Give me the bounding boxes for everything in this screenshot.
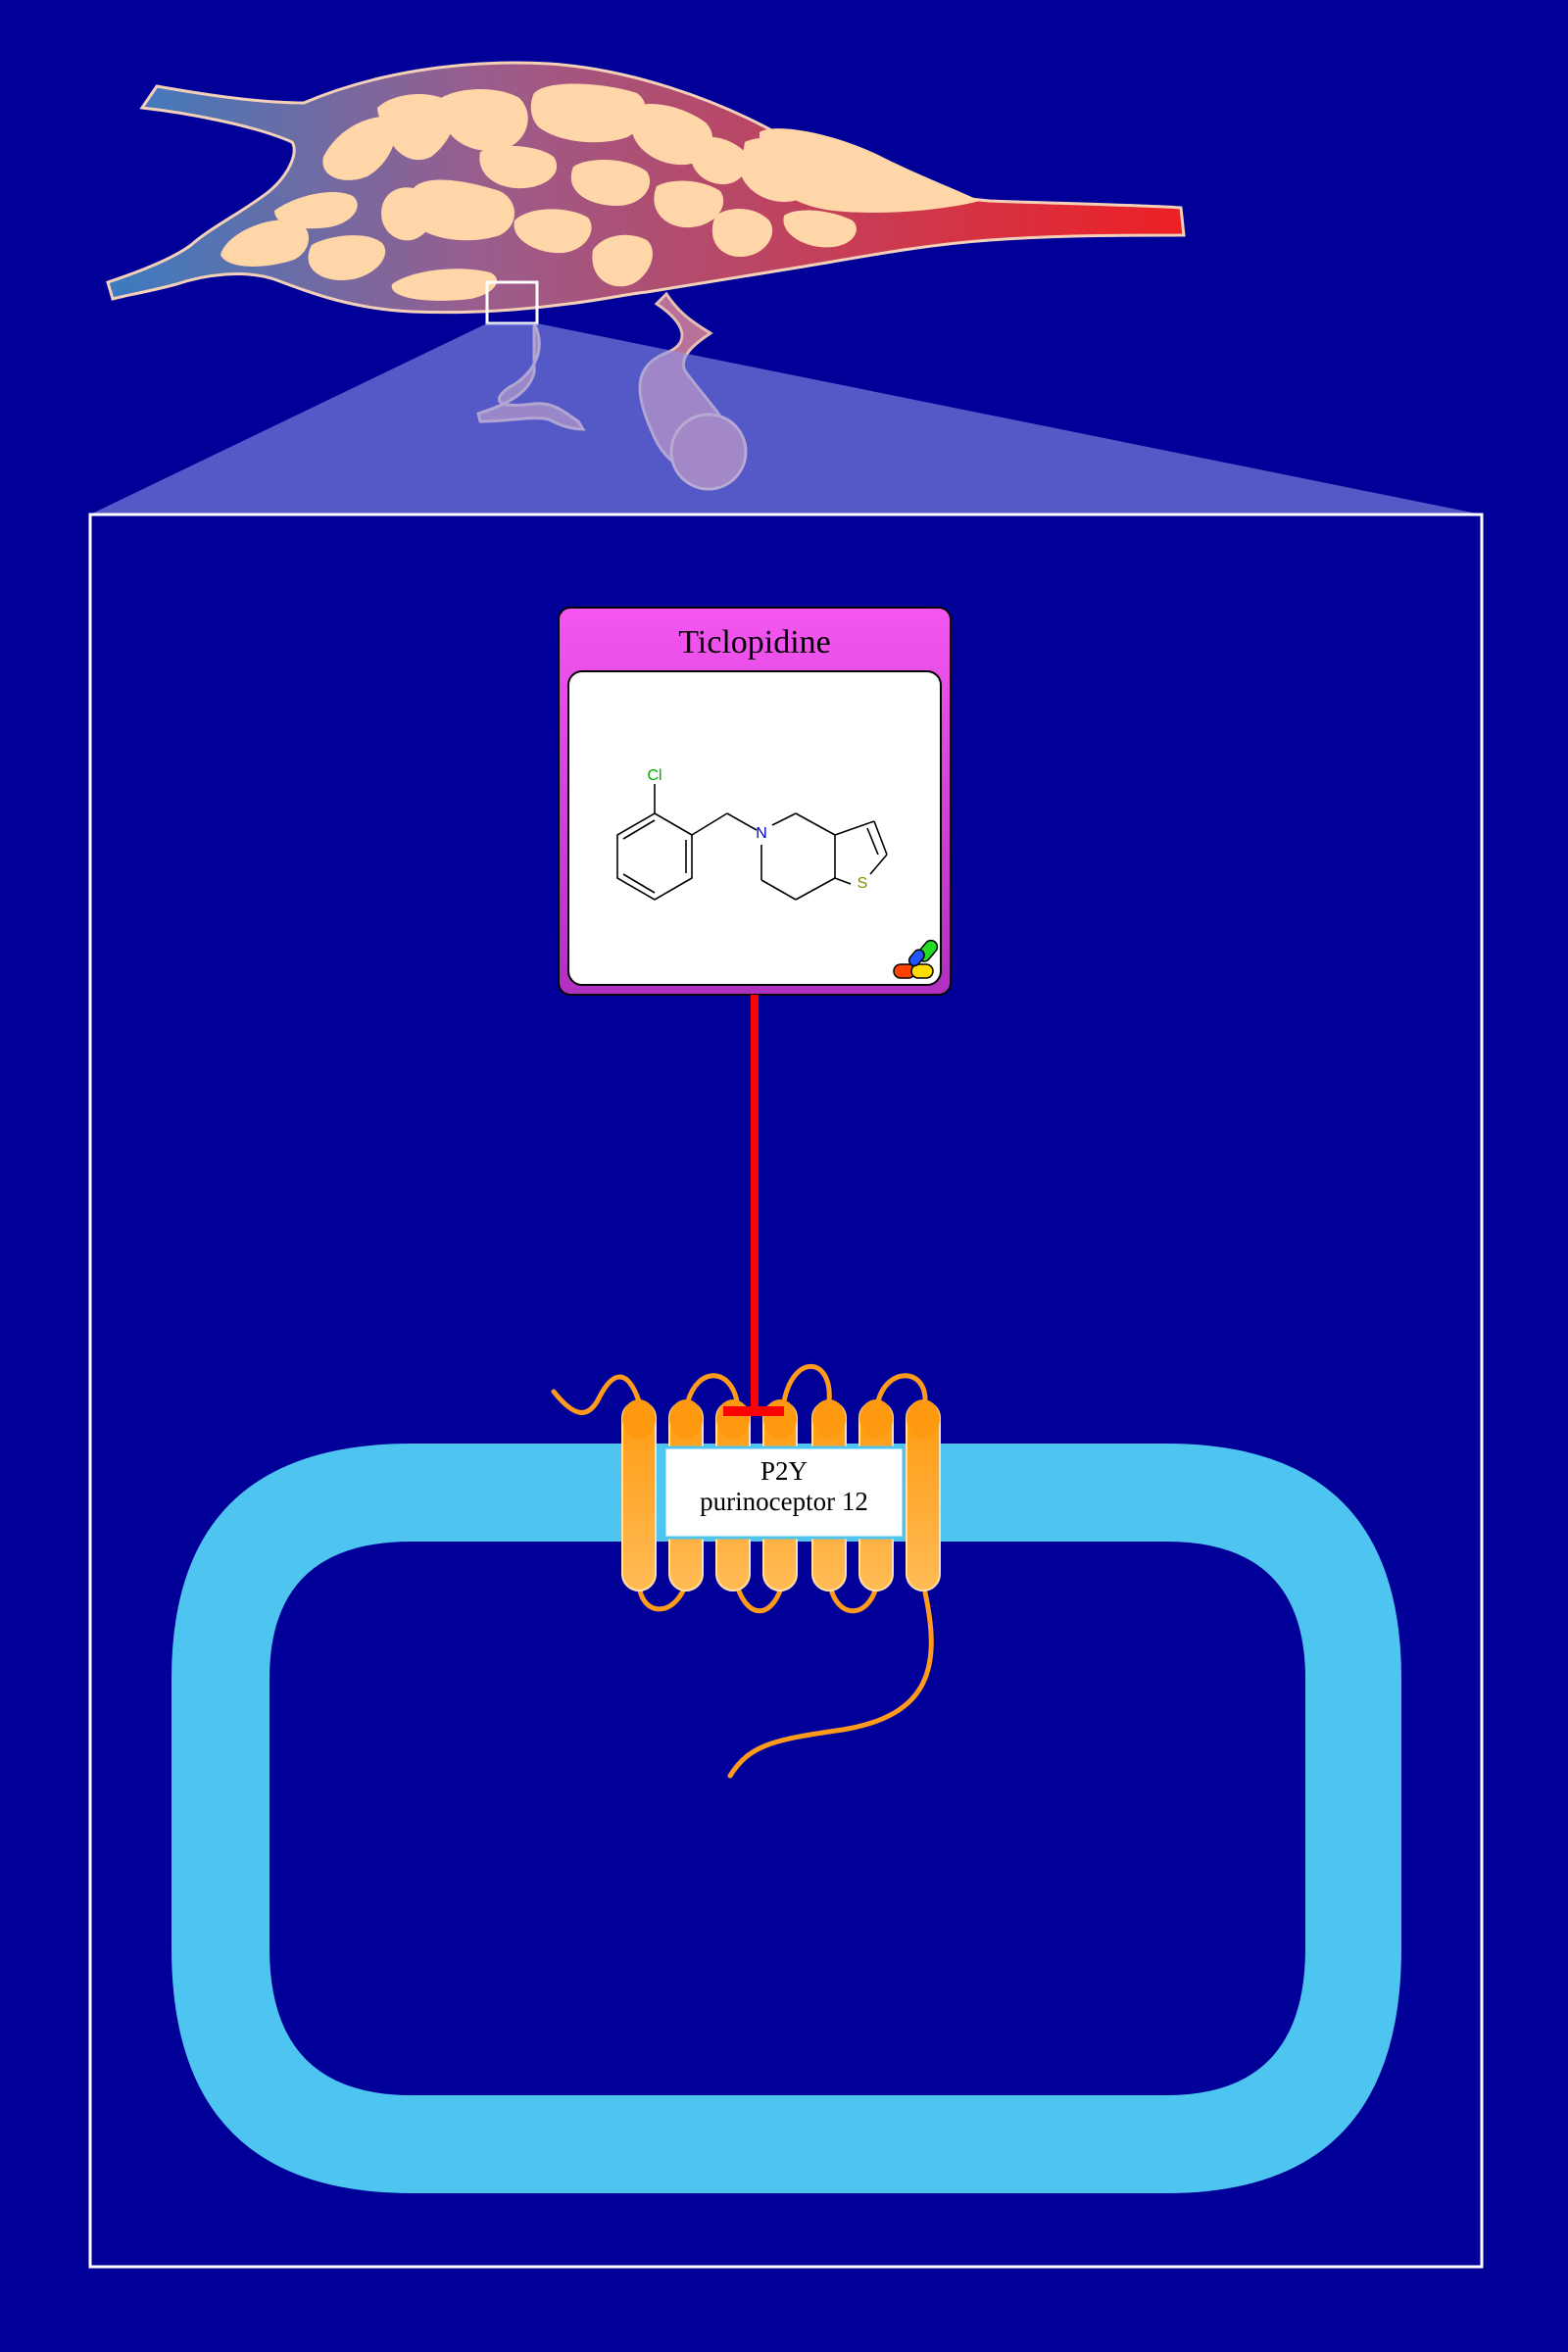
receptor-label-line1: P2Y (760, 1456, 808, 1486)
atom-chlorine: Cl (647, 767, 662, 784)
atom-sulfur: S (858, 875, 868, 892)
chemical-structure (616, 784, 888, 901)
receptor-label-box (662, 1446, 906, 1540)
tissue-cells (220, 83, 980, 301)
zoom-projection (90, 323, 1482, 514)
drug-name: Ticlopidine (678, 624, 831, 661)
inhibition-edge[interactable] (723, 995, 784, 1416)
receptor-label-line2: purinoceptor 12 (700, 1487, 868, 1516)
drug-pill-icon (893, 939, 939, 979)
atom-nitrogen: N (756, 825, 767, 842)
cell-membrane (172, 1444, 1401, 2193)
drug-node-ticlopidine[interactable]: Ticlopidine Cl (558, 607, 952, 996)
